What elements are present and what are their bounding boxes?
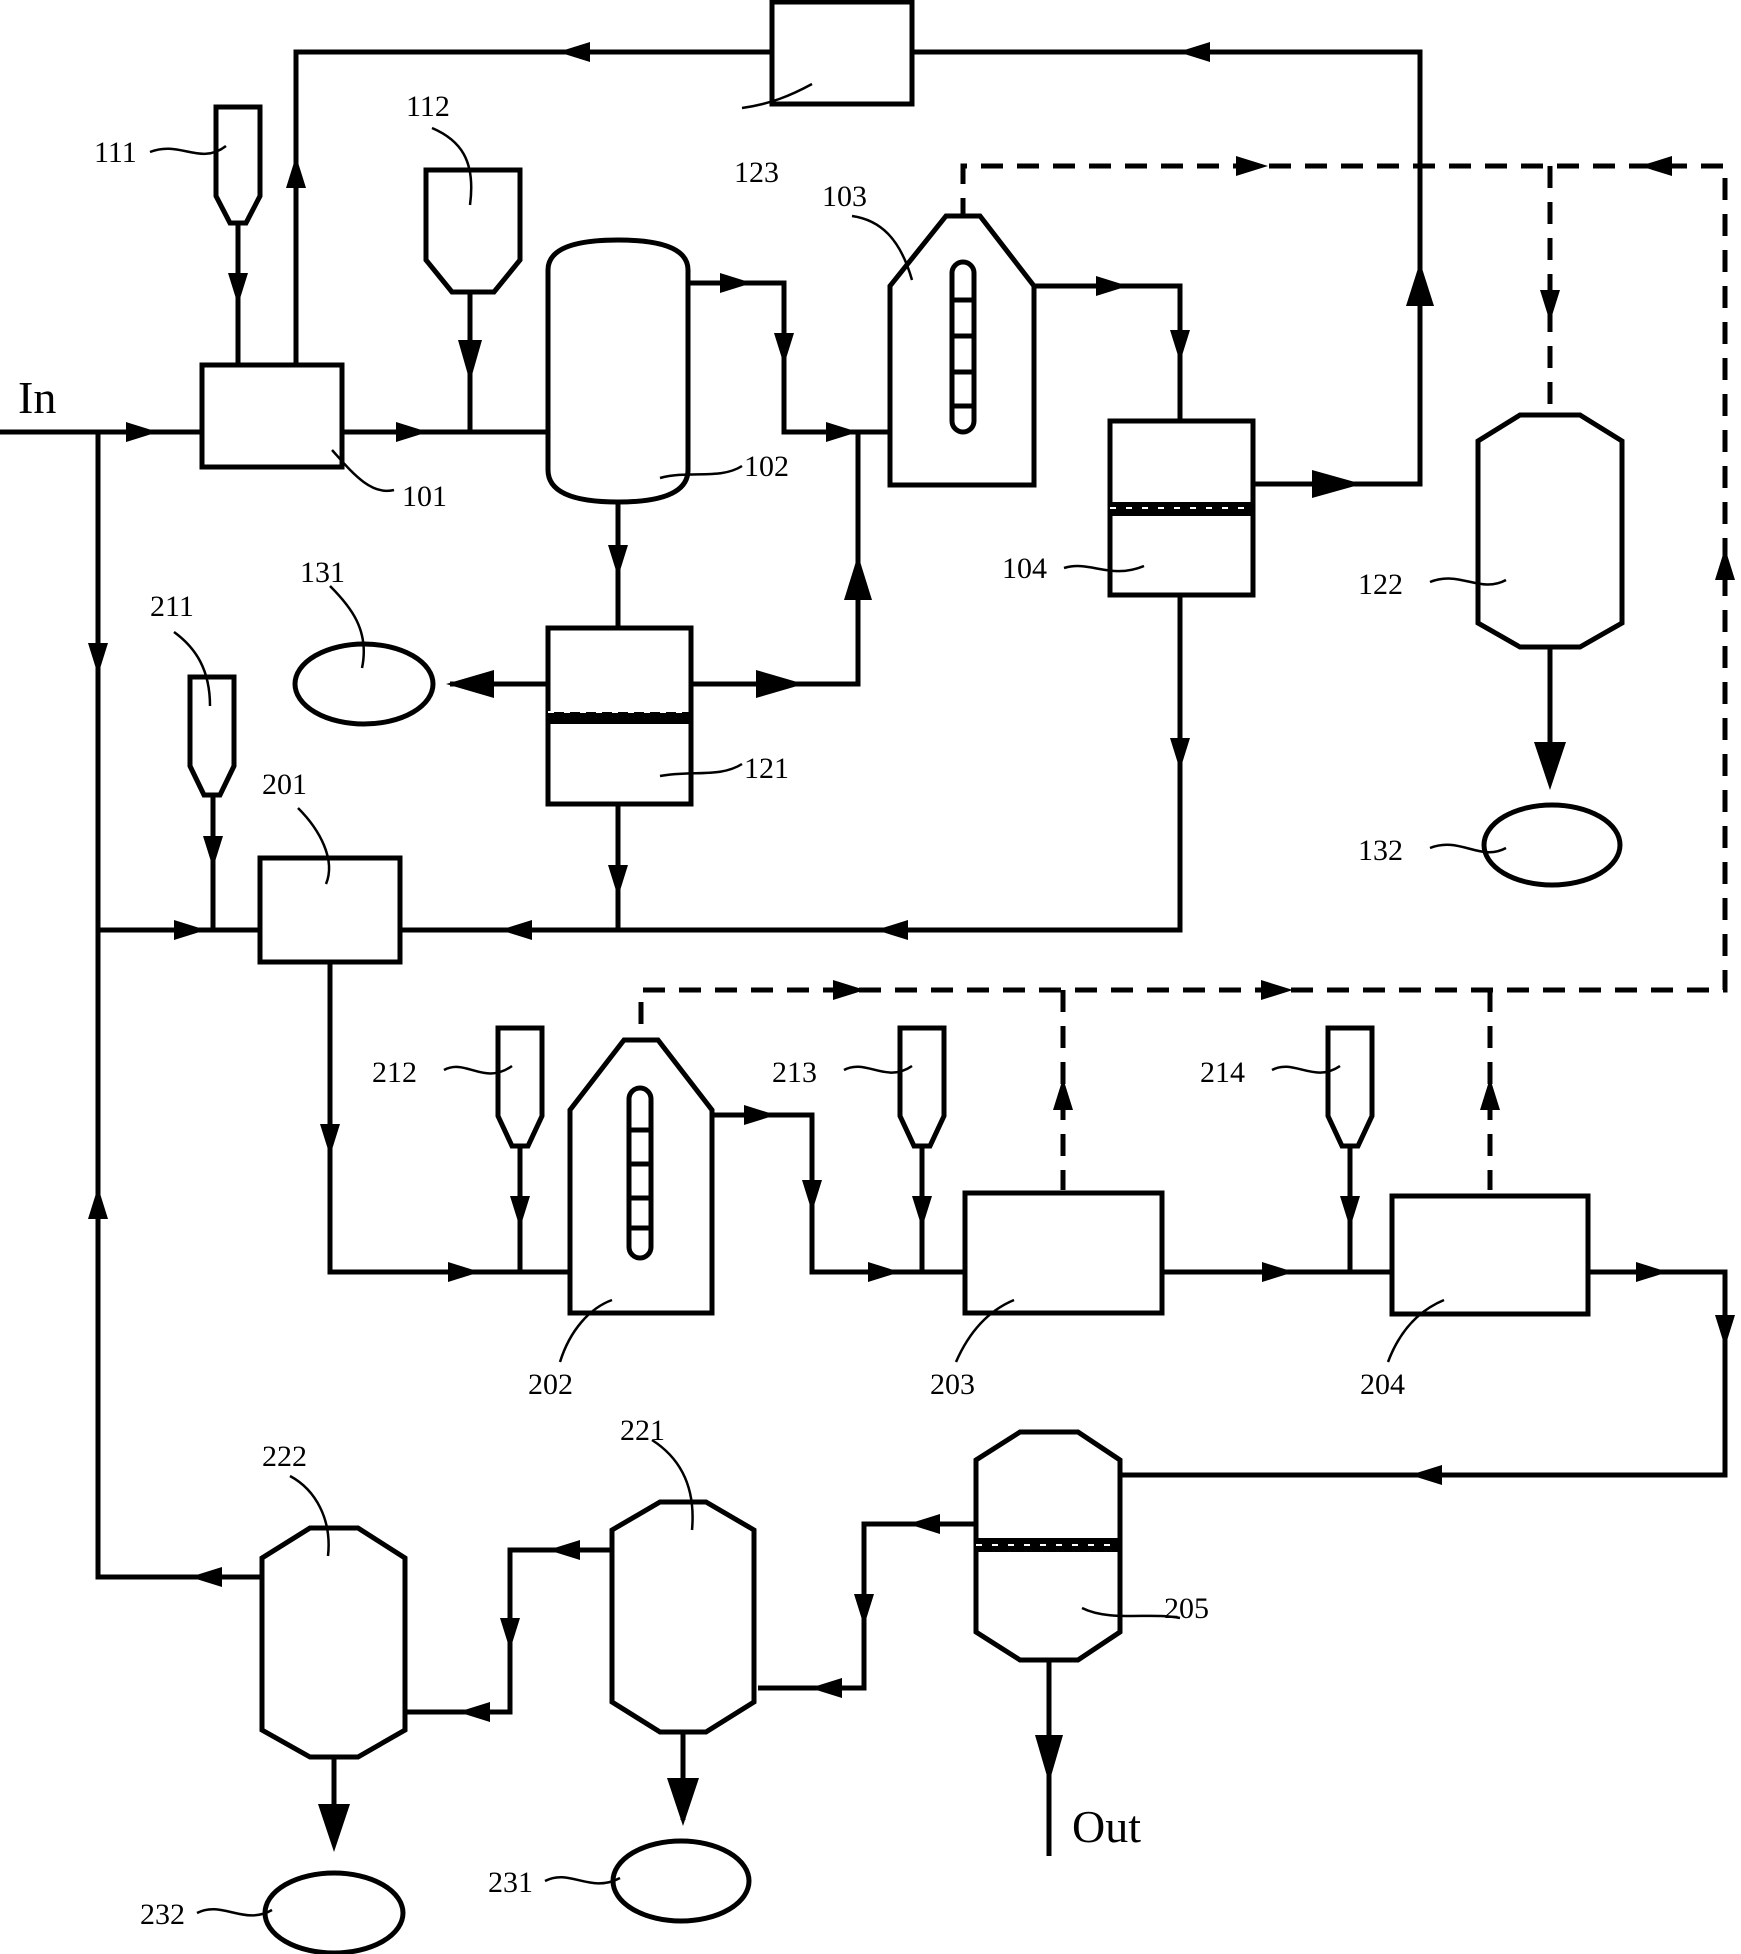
inlet-label: In — [18, 372, 56, 423]
flow-arrows — [88, 42, 1735, 1852]
label-122: 122 — [1358, 568, 1403, 601]
leader-lines — [149, 82, 1507, 1917]
label-232: 232 — [140, 1898, 185, 1931]
label-212: 212 — [372, 1056, 417, 1089]
hopper-212 — [495, 1025, 545, 1149]
tank-132 — [1481, 802, 1623, 888]
label-201: 201 — [262, 768, 307, 801]
label-214: 214 — [1200, 1056, 1245, 1089]
label-211: 211 — [150, 590, 194, 623]
vessel-122 — [1475, 412, 1625, 650]
outlet-label: Out — [1072, 1801, 1141, 1852]
label-213: 213 — [772, 1056, 817, 1089]
filter-121 — [545, 625, 694, 807]
unit-204 — [1389, 1193, 1591, 1317]
label-204: 204 — [1360, 1368, 1405, 1401]
equipment — [187, 0, 1625, 1954]
hopper-211 — [187, 674, 237, 798]
unit-123 — [769, 0, 915, 107]
hopper-214 — [1325, 1025, 1375, 1149]
filter-104 — [1107, 418, 1256, 598]
separator-205 — [973, 1429, 1123, 1663]
vessel-221 — [609, 1499, 757, 1735]
reactor-202 — [567, 1037, 715, 1316]
label-203: 203 — [930, 1368, 975, 1401]
labels: In Out 111 112 123 103 101 102 104 122 1… — [18, 90, 1405, 1931]
unit-203 — [962, 1190, 1165, 1316]
hopper-112 — [423, 167, 523, 295]
label-131: 131 — [300, 556, 345, 589]
label-111: 111 — [94, 136, 137, 169]
label-121: 121 — [744, 752, 789, 785]
vessel-102 — [545, 237, 691, 505]
label-221: 221 — [620, 1414, 665, 1447]
vent-lines — [638, 163, 1728, 1190]
hopper-213 — [897, 1025, 947, 1149]
label-112: 112 — [406, 90, 450, 123]
tank-232 — [262, 1870, 406, 1954]
hopper-111 — [213, 104, 263, 226]
label-103: 103 — [822, 180, 867, 213]
label-132: 132 — [1358, 834, 1403, 867]
label-102: 102 — [744, 450, 789, 483]
tank-231 — [610, 1838, 752, 1924]
label-202: 202 — [528, 1368, 573, 1401]
label-123: 123 — [734, 156, 779, 189]
mixer-201 — [257, 855, 403, 965]
label-205: 205 — [1164, 1592, 1209, 1625]
label-222: 222 — [262, 1440, 307, 1473]
label-231: 231 — [488, 1866, 533, 1899]
mixer-101 — [199, 362, 345, 470]
vessel-222 — [259, 1525, 408, 1760]
label-101: 101 — [402, 480, 447, 513]
reactor-103 — [887, 213, 1037, 488]
label-104: 104 — [1002, 552, 1047, 585]
